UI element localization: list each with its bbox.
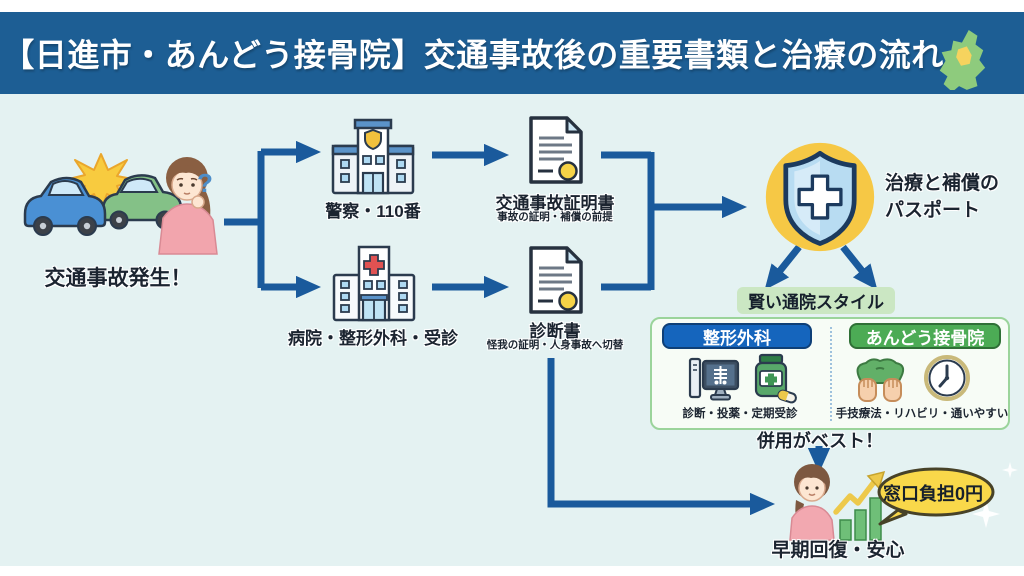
police-label: 警察・110番 [325, 202, 421, 221]
smart-style-label: 賢い通院スタイル [748, 293, 884, 312]
clinic-comparison-box: 整形外科 あんどう接骨院 [650, 317, 1010, 430]
medical-certificate-subtitle: 怪我の証明・人身事故へ切替 [486, 339, 624, 351]
sparkle-icon [1002, 462, 1018, 478]
osteopathy-caption: 手技療法・リハビリ・通いやすい [835, 408, 1009, 420]
accident-certificate-title: 交通事故証明書 [495, 194, 615, 213]
certificate-document-icon [529, 116, 583, 184]
sparkle-icon [972, 500, 1000, 528]
aichi-map-icon [939, 30, 986, 90]
police-station-icon [331, 118, 415, 195]
medicine-icon [754, 353, 797, 404]
accident-certificate-subtitle: 事故の証明・補償の前提 [497, 211, 613, 223]
speech-bubble-icon [877, 467, 995, 526]
result-label: 早期回復・安心 [771, 540, 905, 561]
orthopedics-header: 整形外科 [662, 323, 812, 349]
diagnosis-document-icon [529, 246, 583, 314]
passport-line1: 治療と補償の [885, 173, 1000, 194]
question-mark: ? [197, 168, 213, 198]
hospital-icon [332, 245, 416, 322]
start-label: 交通事故発生！ [44, 267, 192, 290]
shield-cross-icon [765, 142, 875, 252]
passport-line2: パスポート [885, 200, 981, 221]
osteopathy-title: あんどう接骨院 [865, 328, 985, 348]
orthopedics-caption: 診断・投薬・定期受診 [682, 408, 798, 420]
xray-icon [688, 357, 740, 401]
medical-certificate-title: 診断書 [529, 322, 581, 341]
combo-label: 併用がベスト！ [756, 431, 884, 451]
car-crash-icon [23, 153, 218, 255]
passport-label: 治療と補償の パスポート [885, 170, 999, 224]
orthopedics-title: 整形外科 [703, 328, 771, 348]
clock-icon [924, 355, 970, 401]
growth-chart-icon [789, 464, 886, 541]
header-bar: 【日進市・あんどう接骨院】交通事故後の重要書類と治療の流れ [0, 12, 1024, 94]
osteopathy-header: あんどう接骨院 [849, 323, 1001, 349]
bubble-label: 窓口負担0円 [882, 484, 983, 504]
massage-hands-icon [856, 358, 905, 402]
hospital-label: 病院・整形外科・受診 [288, 329, 458, 348]
dotted-divider [830, 327, 832, 421]
smart-style-box: 賢い通院スタイル [737, 287, 895, 314]
page-title: 【日進市・あんどう接骨院】交通事故後の重要書類と治療の流れ [2, 37, 944, 73]
